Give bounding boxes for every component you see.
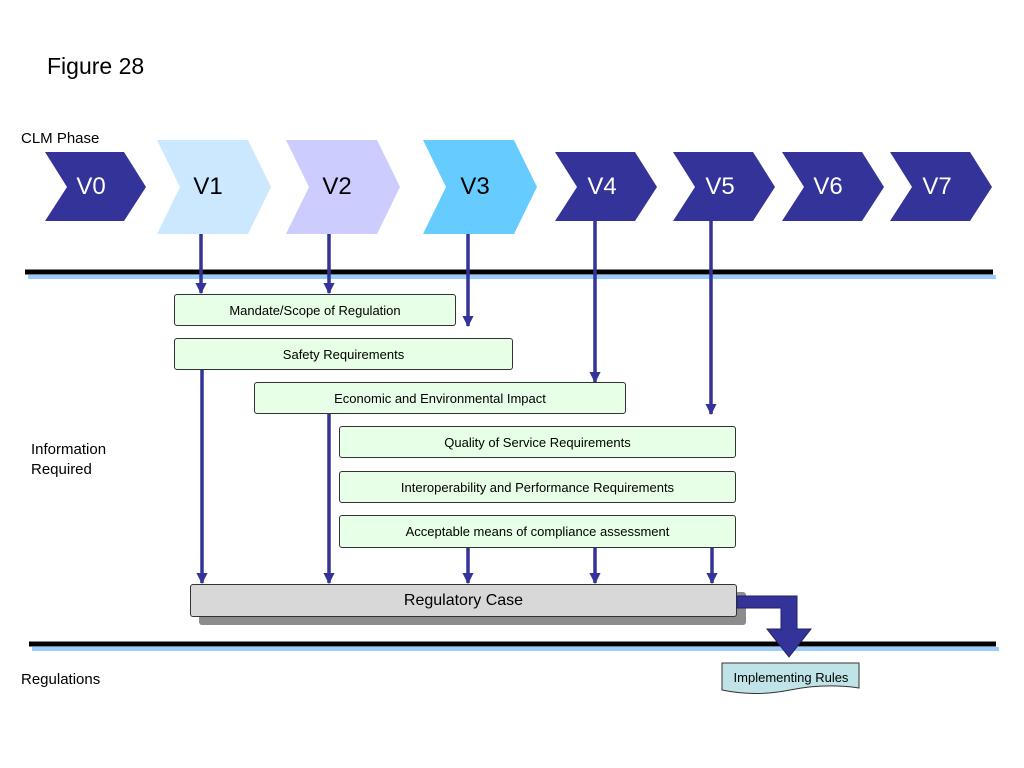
quality-of-service-box: Quality of Service Requirements: [339, 426, 736, 458]
phase-chevron-v3: [423, 140, 537, 234]
phase-label-v6: V6: [813, 173, 843, 200]
implementing-rules-label: Implementing Rules: [733, 669, 849, 685]
phase-chevron-v7: [890, 152, 992, 221]
phase-chevron-v1: [157, 140, 271, 234]
phase-label-v3: V3: [460, 173, 490, 200]
phase-label-v0: V0: [76, 173, 106, 200]
phase-chevron-v0: [45, 152, 146, 221]
phase-chevron-v5: [673, 152, 775, 221]
clm-phase-label: CLM Phase: [21, 130, 100, 147]
information-required-label: Information Required: [31, 441, 107, 478]
implementing-rules-shape: [721, 662, 860, 694]
economic-environmental-box: Economic and Environmental Impact: [254, 382, 626, 414]
phase-chevron-v2: [286, 140, 400, 234]
regulatory-case-box: Regulatory Case: [190, 584, 737, 617]
phase-chevron-v6: [782, 152, 884, 221]
interoperability-performance-box: Interoperability and Performance Require…: [339, 471, 736, 503]
phase-chevron-v4: [555, 152, 657, 221]
phase-label-v5: V5: [705, 173, 735, 200]
acceptable-means-box: Acceptable means of compliance assessmen…: [339, 515, 736, 548]
phase-label-v2: V2: [322, 173, 352, 200]
safety-requirements-box: Safety Requirements: [174, 338, 513, 370]
figure-title: Figure 28: [47, 53, 145, 79]
mandate-scope-box: Mandate/Scope of Regulation: [174, 294, 456, 326]
phase-label-v7: V7: [922, 173, 952, 200]
phase-label-v1: V1: [193, 173, 223, 200]
phase-label-v4: V4: [587, 173, 617, 200]
regulations-label: Regulations: [21, 671, 101, 688]
